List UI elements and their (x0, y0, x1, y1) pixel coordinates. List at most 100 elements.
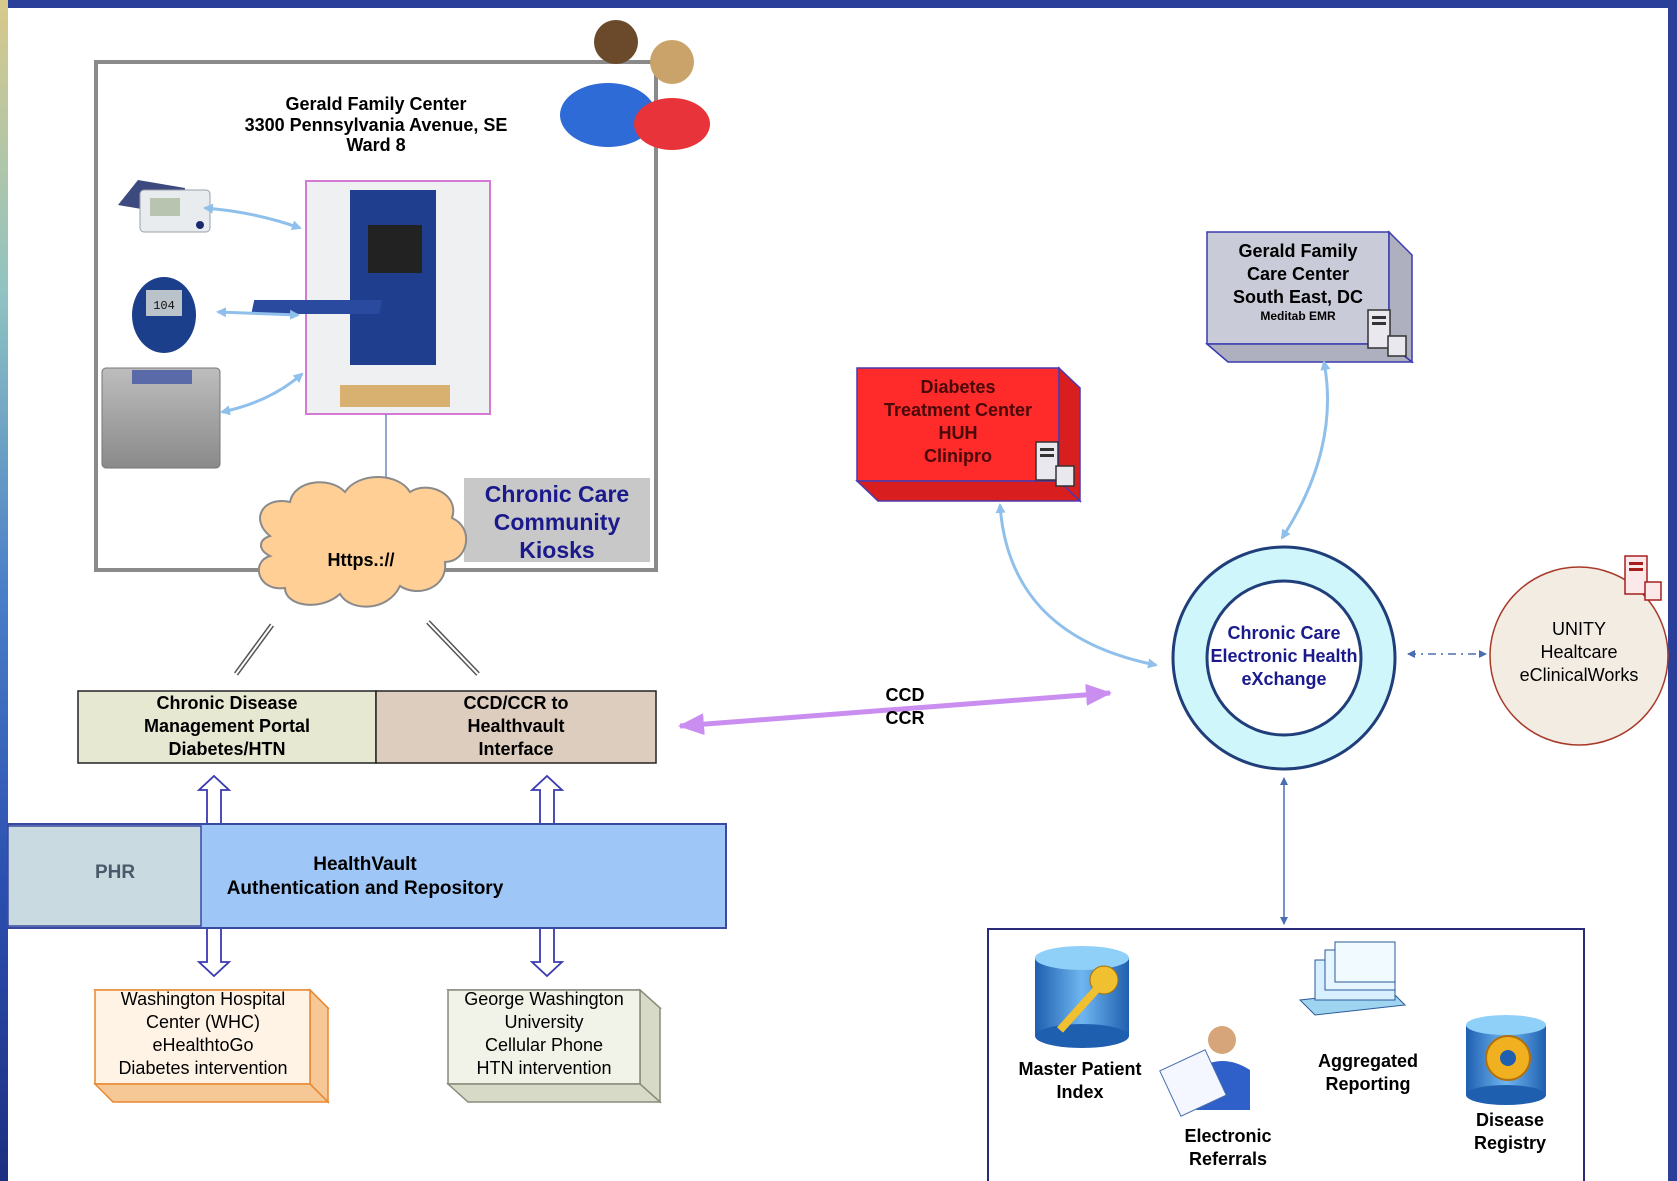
diabetes-center-box-shape (855, 366, 1082, 503)
ccd-ccr-arrow (678, 683, 1112, 736)
gwu-line: George Washington (464, 989, 624, 1009)
mpi-line: Master Patient (1018, 1059, 1142, 1079)
reporting-line: Aggregated (1317, 1051, 1418, 1071)
referrals-line: Referrals (1188, 1149, 1268, 1169)
hub-line: Electronic Health (1210, 646, 1358, 666)
gwu-label: George Washington University Cellular Ph… (448, 988, 640, 1080)
database-key-icon (1035, 946, 1129, 1048)
file-cabinet-icon (1298, 941, 1407, 1016)
https-cloud (258, 476, 468, 608)
portal-line: Management Portal (143, 716, 311, 736)
interface-up-arrow (529, 774, 565, 825)
glucometer-kiosk-arrow (216, 307, 300, 320)
whc-down-arrow (196, 927, 232, 978)
gwu-down-arrow (529, 927, 565, 978)
whc-line: eHealthtoGo (152, 1035, 254, 1055)
kiosk-site-label: Gerald Family Center 3300 Pennsylvania A… (200, 94, 552, 156)
diabetes-line: Diabetes (920, 377, 996, 397)
kiosk-site-name: Gerald Family Center (285, 94, 467, 114)
slide-frame (0, 0, 8, 1181)
interface-line: Healthvault (467, 716, 565, 736)
server-icon (1624, 555, 1662, 601)
gerald-line: Care Center (1246, 264, 1350, 284)
portal-line: Chronic Disease (156, 693, 298, 713)
blood-pressure-monitor-icon (118, 180, 211, 233)
gwu-line: HTN intervention (476, 1058, 612, 1078)
glucometer-icon: 104 (132, 277, 196, 353)
reporting-label: Aggregated Reporting (1298, 1050, 1438, 1096)
unity-line: UNITY (1552, 619, 1606, 639)
registry-label: Disease Registry (1440, 1109, 1580, 1155)
registry-line: Registry (1473, 1133, 1547, 1153)
kiosk-site-ward: Ward 8 (346, 135, 406, 156)
kiosk-terminal-icon (251, 180, 491, 415)
diabetes-line: HUH (938, 423, 978, 443)
healthvault-subtitle: Authentication and Repository (226, 878, 504, 899)
hub-core (1205, 579, 1363, 737)
referrals-line: Electronic (1184, 1126, 1272, 1146)
unity-line: eClinicalWorks (1519, 665, 1639, 685)
gerald-hub-arrow (1280, 360, 1331, 540)
ccd-label: CCD (885, 685, 925, 705)
kiosk-badge-line: Kiosks (519, 537, 595, 563)
mpi-line: Index (1056, 1082, 1104, 1102)
referrals-label: Electronic Referrals (1158, 1125, 1298, 1171)
kiosk-badge: Chronic Care Community Kiosks (464, 480, 650, 564)
hub-line: eXchange (1241, 669, 1327, 689)
portal-label: Chronic Disease Management Portal Diabet… (80, 692, 374, 761)
unity-line: Healtcare (1540, 642, 1618, 662)
kiosk-badge-line: Community (493, 509, 621, 535)
phr-box (7, 825, 202, 927)
doctor-clipboard-icon (1159, 1026, 1250, 1117)
portal-up-arrow (196, 774, 232, 825)
bp-kiosk-arrow (203, 203, 302, 231)
diabetes-line: Clinipro (924, 446, 992, 466)
kiosk-badge-line: Chronic Care (484, 481, 630, 507)
gerald-line: South East, DC (1232, 287, 1363, 307)
gwu-box-shape (446, 988, 662, 1104)
gerald-emr: Meditab EMR (1260, 309, 1336, 323)
kiosk-badge-bg (464, 478, 650, 562)
server-icon (1035, 441, 1075, 487)
gerald-care-label: Gerald Family Care Center South East, DC… (1208, 240, 1388, 324)
gwu-line: University (504, 1012, 584, 1032)
healthvault-title: HealthVault (313, 854, 417, 875)
phr-label: PHR (94, 862, 136, 883)
diabetes-center-label: Diabetes Treatment Center HUH Clinipro (858, 376, 1058, 468)
unity-circle (1489, 566, 1669, 746)
portal-box (77, 690, 377, 764)
svg-text:104: 104 (153, 299, 175, 313)
kiosk-site-address: 3300 Pennsylvania Avenue, SE (244, 114, 508, 135)
whc-line: Washington Hospital (120, 989, 286, 1009)
weighing-scale-icon (101, 367, 221, 469)
mpi-label: Master Patient Index (1004, 1058, 1156, 1104)
gerald-line: Gerald Family (1238, 241, 1358, 261)
users-icon (560, 20, 710, 150)
hub-label: Chronic Care Electronic Health eXchange (1194, 622, 1374, 691)
scale-kiosk-arrow (220, 372, 304, 416)
whc-line: Diabetes intervention (118, 1058, 288, 1078)
interface-label: CCD/CCR to Healthvault Interface (378, 692, 654, 761)
hub-line: Chronic Care (1227, 623, 1341, 643)
interface-box (375, 690, 657, 764)
interface-line: Interface (478, 739, 554, 759)
gerald-care-box-shape (1204, 230, 1415, 364)
ccr-label: CCR (885, 708, 925, 728)
diabetes-hub-arrow (995, 503, 1158, 669)
reporting-line: Reporting (1325, 1074, 1411, 1094)
database-gear-icon (1466, 1015, 1546, 1105)
server-icon (1367, 309, 1407, 357)
whc-box-shape (93, 988, 330, 1104)
whc-label: Washington Hospital Center (WHC) eHealth… (96, 988, 310, 1080)
registry-line: Disease (1475, 1110, 1545, 1130)
portal-line: Diabetes/HTN (168, 739, 286, 759)
diabetes-line: Treatment Center (883, 400, 1033, 420)
healthvault-label: HealthVault Authentication and Repositor… (200, 853, 530, 901)
unity-label: UNITY Healtcare eClinicalWorks (1500, 618, 1658, 687)
interface-line: CCD/CCR to (463, 693, 569, 713)
cloud-label: Https.:// (327, 550, 395, 570)
whc-line: Center (WHC) (145, 1012, 260, 1032)
ccd-ccr-label: CCD CCR (870, 684, 940, 730)
